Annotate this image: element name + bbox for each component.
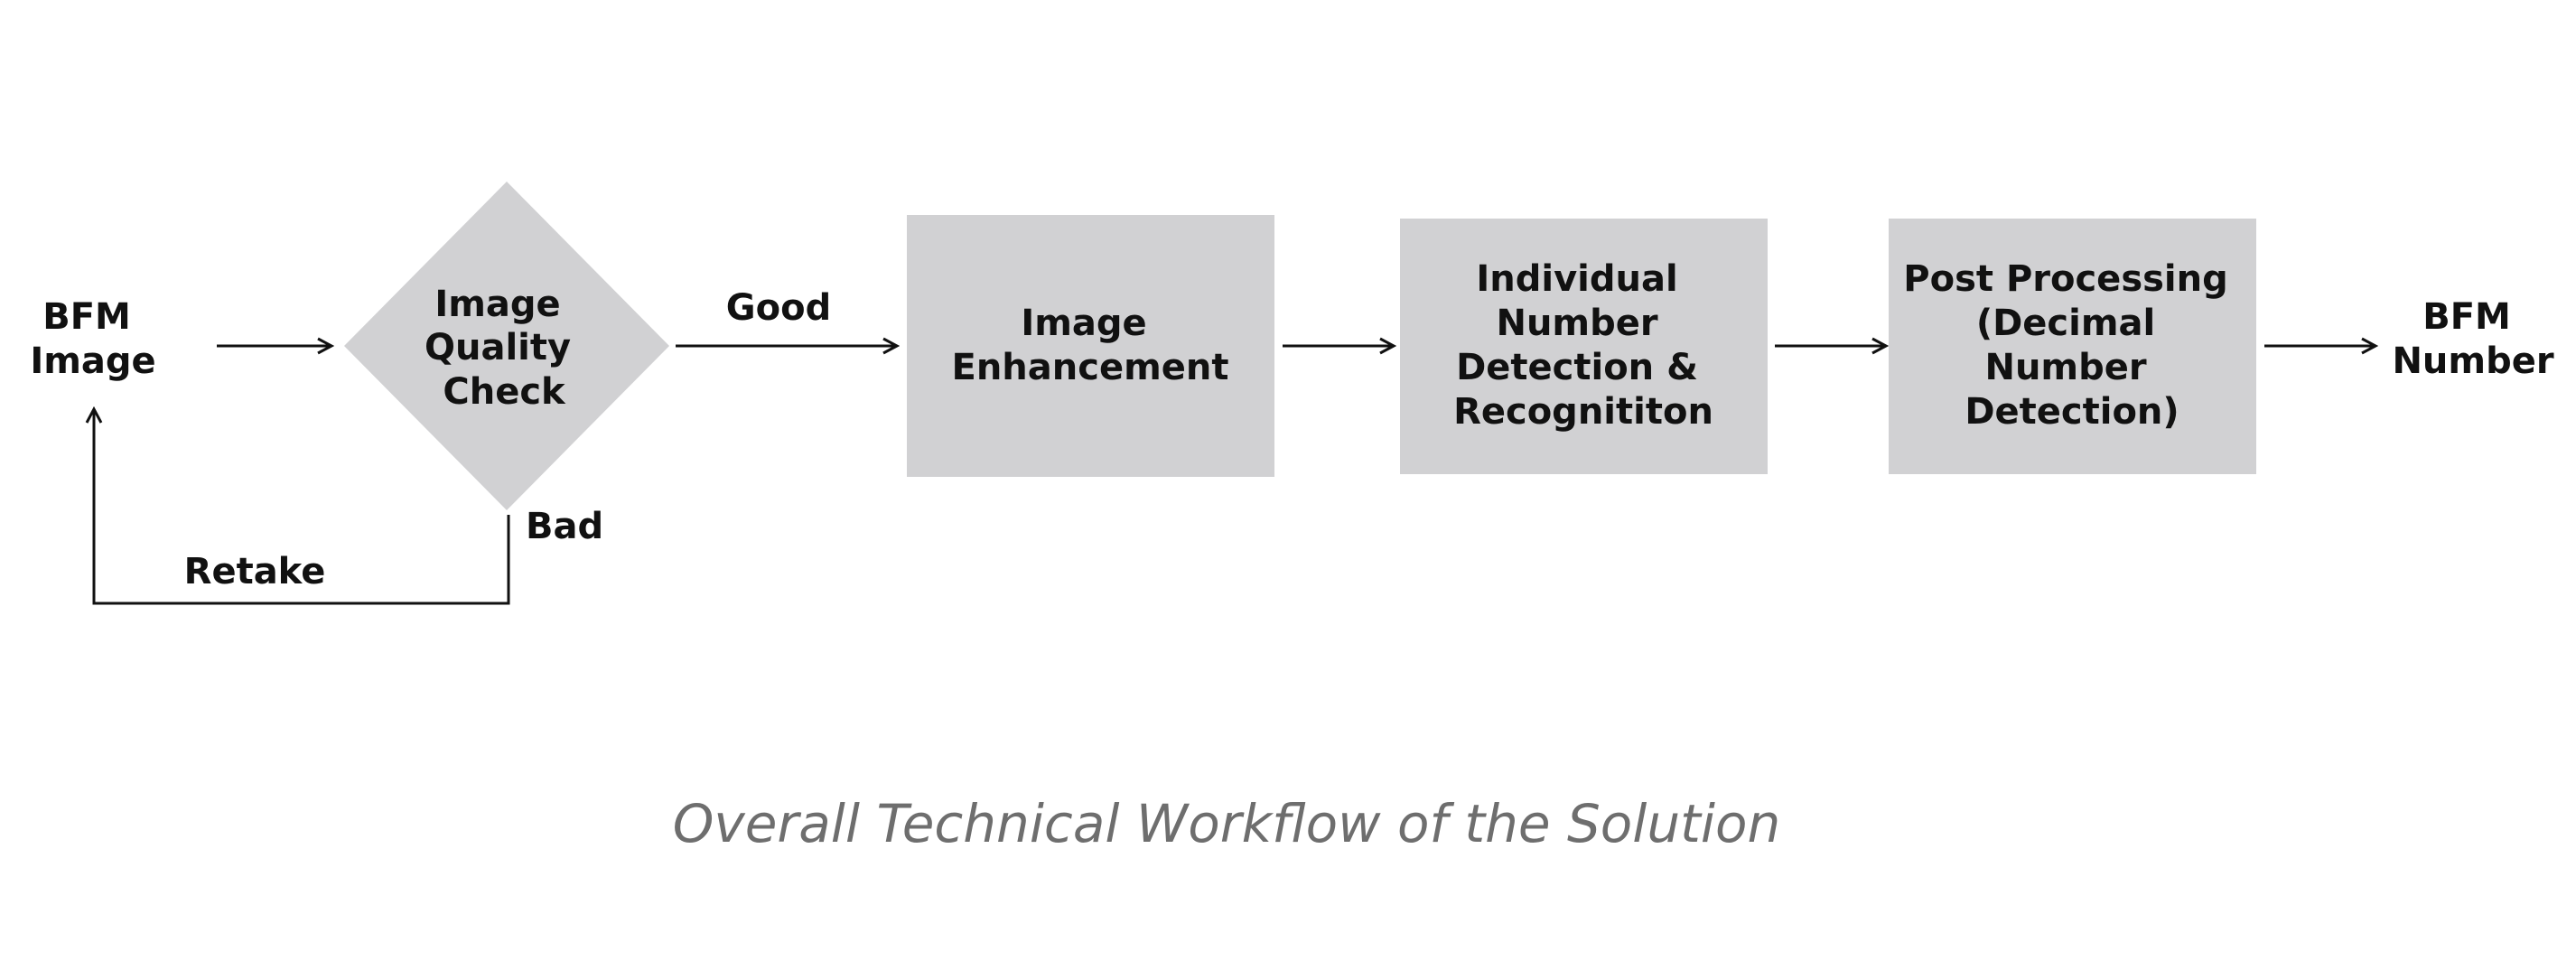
node-bfm-number-line-1: BFM	[2422, 296, 2511, 338]
box-image-enhancement	[907, 215, 1274, 477]
node-image-quality-check: Image Quality Check	[425, 284, 583, 413]
node-quality-line-1: Image	[434, 284, 560, 325]
edge-label-bad: Bad	[526, 506, 603, 547]
node-post-line-3: Number	[1984, 347, 2146, 388]
node-detection-line-2: Number	[1496, 303, 1657, 344]
node-detection-line-1: Individual	[1476, 258, 1677, 300]
node-bfm-image-line-1: BFM	[42, 296, 131, 338]
node-post-line-4: Detection)	[1965, 391, 2179, 433]
node-enhancement-line-2: Enhancement	[952, 347, 1229, 388]
retake-loop-line	[94, 409, 510, 605]
diagram-caption: Overall Technical Workflow of the Soluti…	[673, 793, 1781, 854]
box-number-detection	[1400, 219, 1768, 474]
node-number-detection: Individual Number Detection & Recognitit…	[1453, 258, 1713, 433]
node-bfm-image-line-2: Image	[30, 340, 155, 382]
node-quality-line-2: Quality	[425, 327, 571, 368]
node-post-processing: Post Processing (Decimal Number Detectio…	[1903, 258, 2240, 433]
node-post-line-2: (Decimal	[1976, 303, 2155, 344]
node-detection-line-3: Detection &	[1456, 347, 1698, 388]
node-post-line-1: Post Processing	[1903, 258, 2227, 300]
node-bfm-number: BFM Number	[2392, 296, 2553, 382]
node-enhancement-line-1: Image	[1021, 303, 1146, 344]
node-bfm-image: BFM Image	[30, 296, 155, 382]
edge-label-good: Good	[726, 287, 831, 329]
quality-check-diamond	[344, 182, 669, 510]
node-bfm-number-line-2: Number	[2392, 340, 2553, 382]
node-quality-line-3: Check	[443, 371, 566, 413]
box-post-processing	[1889, 219, 2256, 474]
node-detection-line-4: Recognititon	[1453, 391, 1713, 433]
node-image-enhancement: Image Enhancement	[952, 303, 1229, 388]
edge-label-retake: Retake	[184, 551, 326, 592]
